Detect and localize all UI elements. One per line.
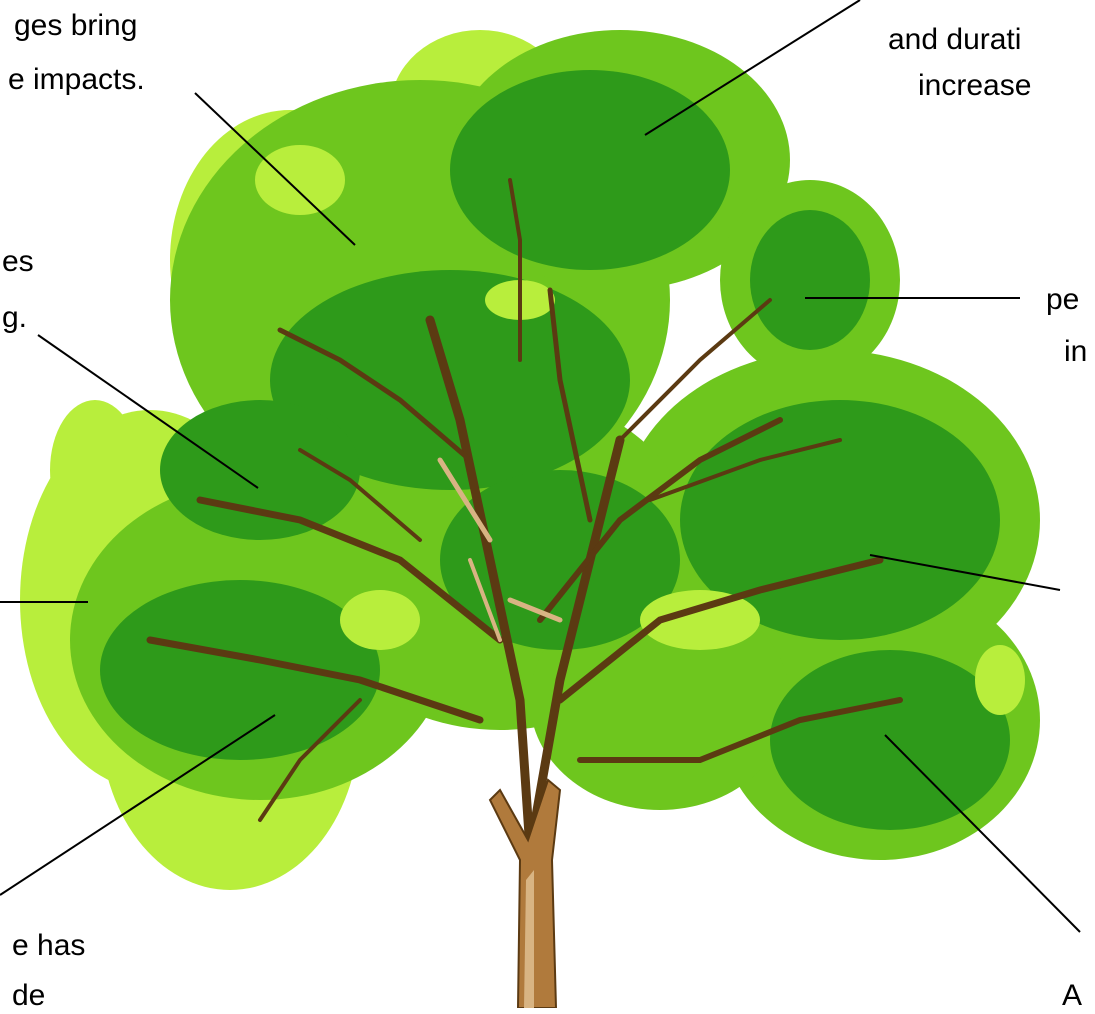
label-top-left-line2: e impacts. — [8, 62, 145, 98]
label-top-left-line1: ges bring — [14, 8, 137, 44]
label-mid-right-line1: pe — [1046, 282, 1079, 318]
label-bottom-right-line1: A — [1062, 978, 1082, 1014]
label-bottom-left-line1: e has — [12, 928, 85, 964]
label-top-right-line2: increase — [918, 68, 1031, 104]
label-mid-left-line2: g. — [2, 300, 27, 336]
label-mid-right-line2: in — [1064, 334, 1087, 370]
label-top-right-line1: and durati — [888, 22, 1021, 58]
label-bottom-left-line2: de — [12, 978, 45, 1014]
label-mid-left-line1: es — [2, 244, 34, 280]
